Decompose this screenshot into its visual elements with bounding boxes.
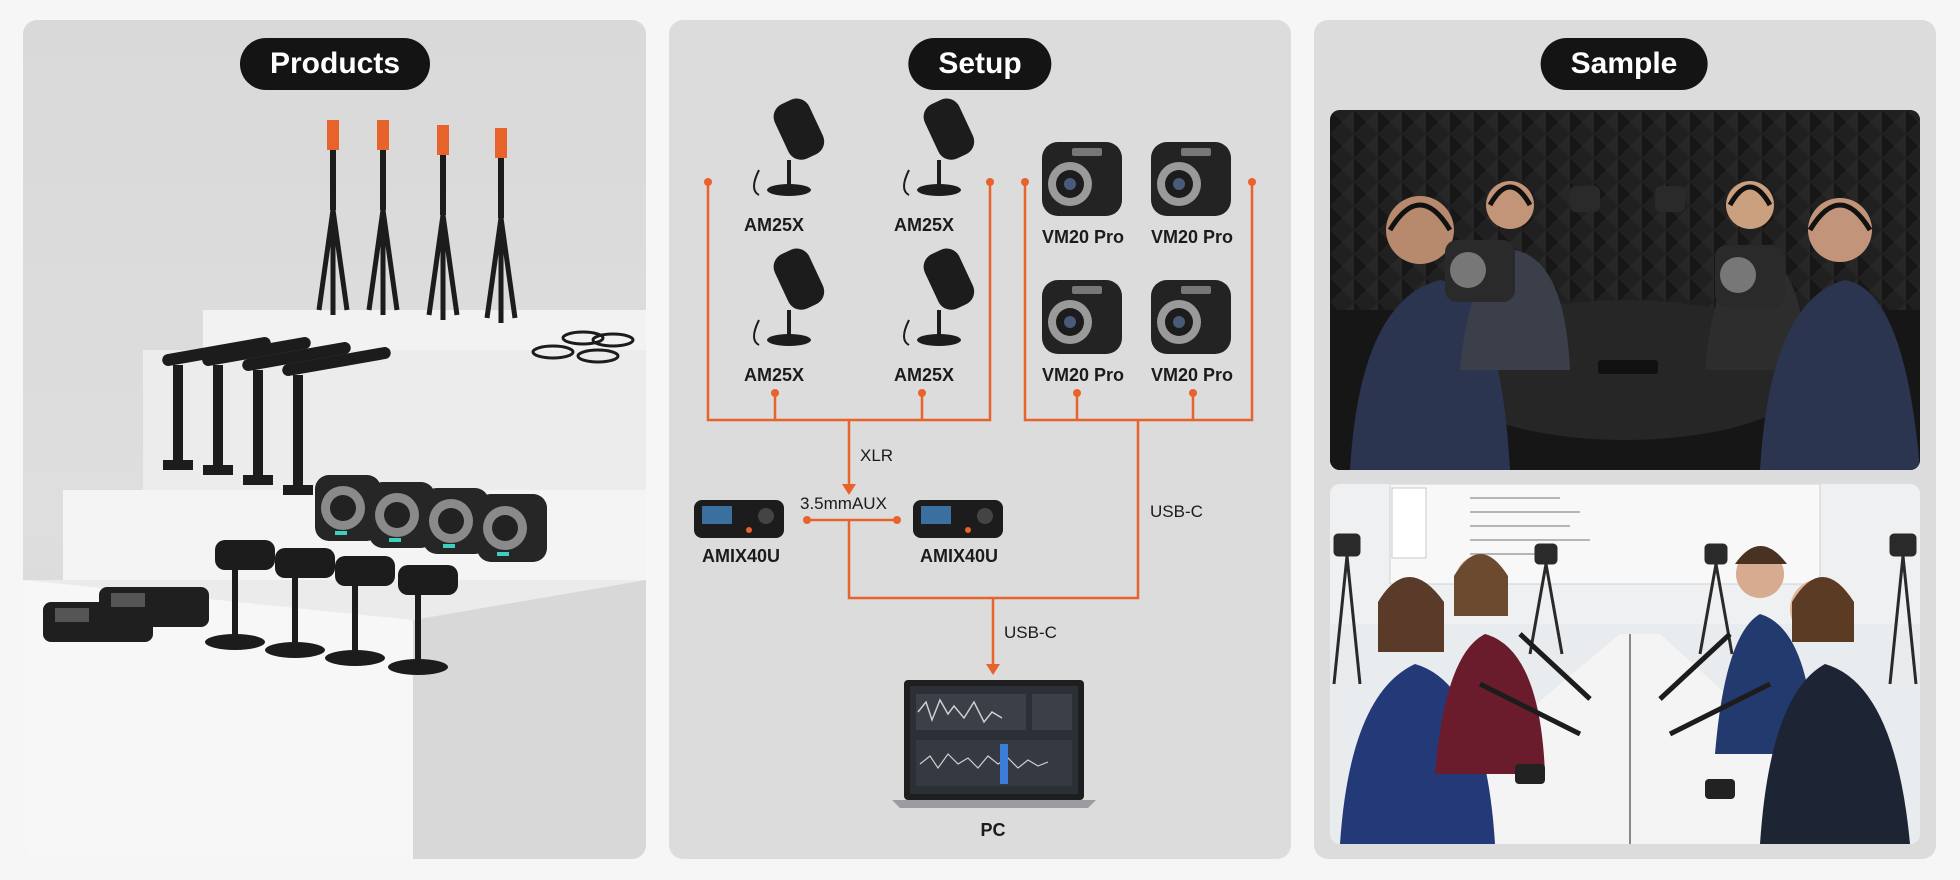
mixer-group bbox=[43, 587, 209, 642]
mic-label-1: AM25X bbox=[743, 215, 805, 235]
mixer-icons bbox=[694, 500, 1003, 538]
mic-group bbox=[205, 540, 458, 675]
classroom-photo bbox=[1330, 484, 1920, 844]
boom-arm-group bbox=[162, 337, 391, 495]
setup-panel: Setup bbox=[669, 20, 1291, 859]
aux-label: 3.5mmAUX bbox=[800, 494, 887, 513]
xlr-label: XLR bbox=[860, 446, 894, 465]
mic-label-2: AM25X bbox=[893, 215, 955, 235]
products-title: Products bbox=[239, 38, 431, 90]
camera-label-3: VM20 Pro bbox=[1041, 365, 1125, 385]
camera-label-4: VM20 Pro bbox=[1150, 365, 1234, 385]
camera-group bbox=[315, 475, 547, 562]
setup-title: Setup bbox=[908, 38, 1052, 90]
mic-label-4: AM25X bbox=[893, 365, 955, 385]
camera-icons bbox=[1042, 142, 1231, 354]
studio-photo bbox=[1330, 110, 1920, 470]
camera-label-1: VM20 Pro bbox=[1041, 227, 1125, 247]
tripod-group bbox=[316, 120, 518, 323]
products-illustration bbox=[23, 120, 646, 859]
usbc-pc-label: USB-C bbox=[1004, 623, 1057, 642]
sample-title: Sample bbox=[1540, 38, 1708, 90]
camera-label-2: VM20 Pro bbox=[1150, 227, 1234, 247]
setup-diagram bbox=[694, 98, 1256, 808]
pc-label: PC bbox=[980, 820, 1006, 840]
mixer-label-2: AMIX40U bbox=[919, 546, 999, 566]
sample-panel: Sample bbox=[1314, 20, 1936, 859]
laptop-icon bbox=[892, 680, 1096, 808]
studio-scene bbox=[1330, 110, 1920, 470]
mixer-label-1: AMIX40U bbox=[701, 546, 781, 566]
classroom-scene bbox=[1330, 484, 1920, 844]
products-panel: Products bbox=[23, 20, 646, 859]
wiring-nodes bbox=[704, 178, 1256, 675]
usbc-camera-label: USB-C bbox=[1150, 502, 1203, 521]
mic-icons bbox=[753, 98, 975, 346]
wiring-lines bbox=[706, 182, 1254, 665]
mic-label-3: AM25X bbox=[743, 365, 805, 385]
